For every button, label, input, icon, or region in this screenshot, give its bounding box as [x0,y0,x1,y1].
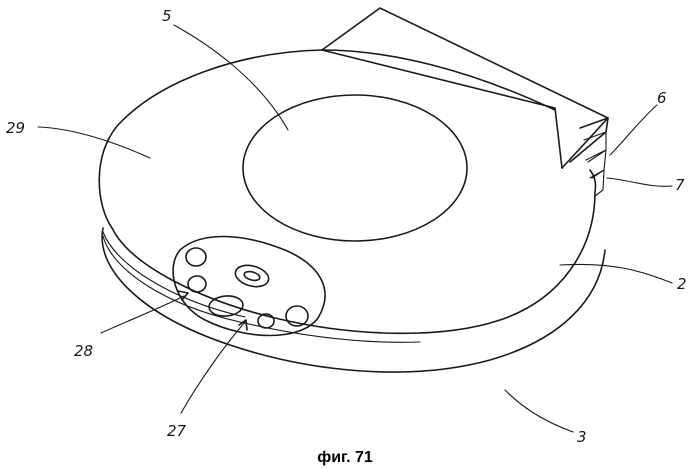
label-27: 27 [167,422,187,440]
top-disc [99,50,595,333]
label-3: 3 [577,428,587,446]
label-6: 6 [657,89,667,107]
figure-caption: фиг. 71 [317,449,373,466]
label-2: 2 [677,275,687,293]
label-28: 28 [74,342,93,360]
button-2 [188,276,206,292]
center-window [243,95,467,241]
button-3 [233,262,271,290]
label-5: 5 [162,7,172,25]
button-4 [243,270,261,282]
label-29: 29 [6,119,25,137]
handle [322,8,608,196]
control-panel [173,237,325,336]
button-5 [208,295,244,318]
button-1 [186,248,206,266]
base-disc [102,228,605,372]
label-7: 7 [675,176,685,194]
